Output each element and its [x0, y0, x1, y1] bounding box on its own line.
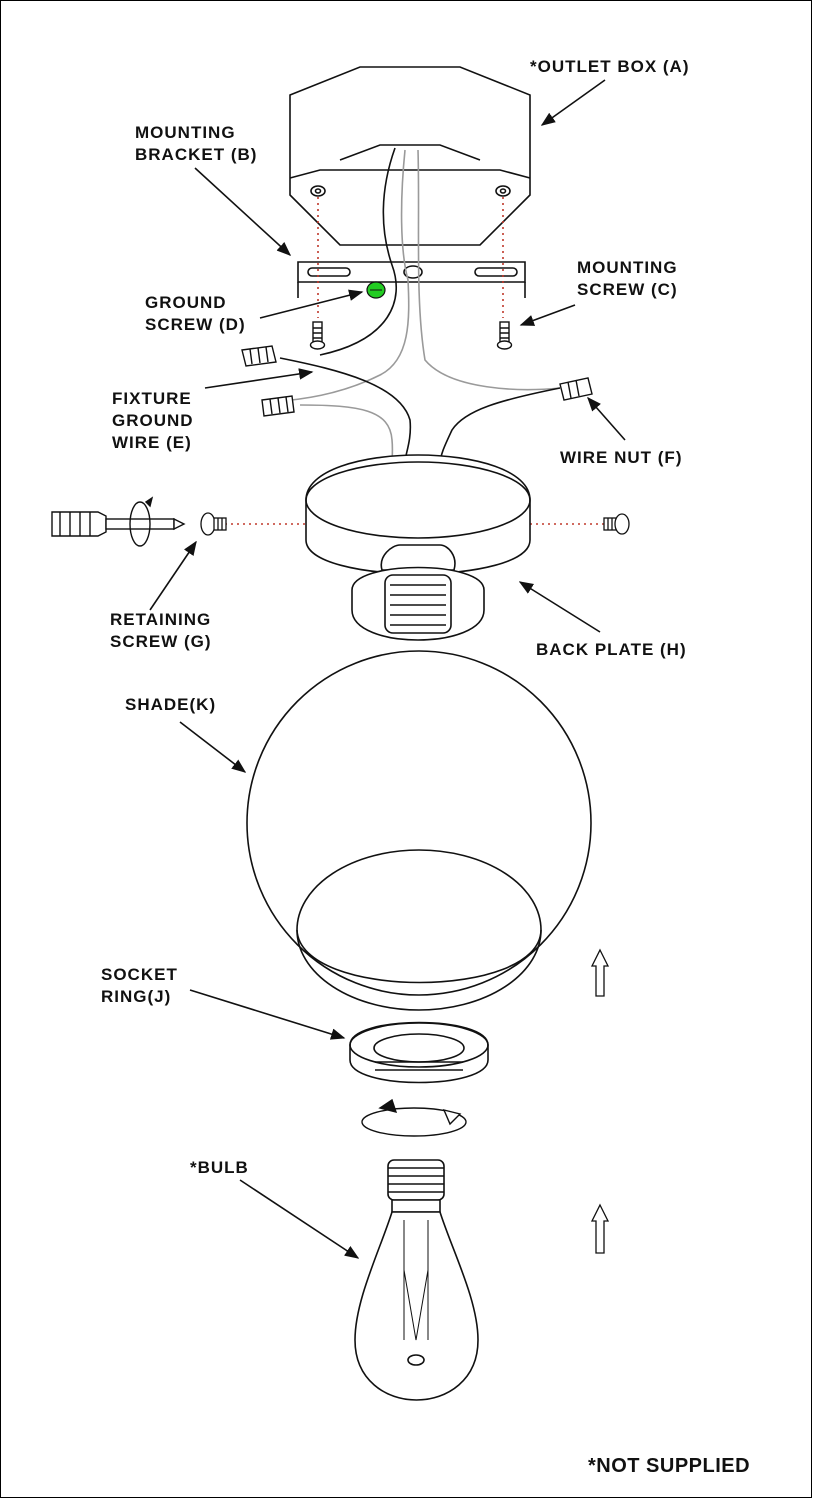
label-fixture-ground-line2: GROUND — [112, 411, 194, 430]
rotation-arrow-icon — [361, 1098, 467, 1137]
note-not-supplied: *NOT SUPPLIED — [588, 1455, 751, 1477]
screwdriver-icon — [51, 511, 186, 537]
back-plate — [305, 454, 531, 641]
up-arrow-icon — [590, 948, 610, 1254]
label-shade: SHADE(K) — [125, 695, 217, 714]
label-mounting-screw-line1: MOUNTING — [577, 258, 678, 277]
bulb — [354, 1159, 479, 1401]
label-socket-ring-line2: RING(J) — [101, 987, 172, 1006]
mounting-screw-right — [496, 321, 513, 350]
retaining-screw-right — [603, 513, 630, 535]
ground-screw — [366, 281, 386, 299]
label-mounting-screw-line2: SCREW (C) — [577, 280, 678, 299]
label-ground-screw-line2: SCREW (D) — [145, 315, 246, 334]
socket-ring — [349, 1021, 489, 1084]
label-back-plate: BACK PLATE (H) — [536, 640, 687, 659]
leader-arrows — [149, 79, 626, 1259]
wire-nuts — [241, 345, 593, 417]
label-outlet-box: *OUTLET BOX (A) — [530, 57, 690, 76]
label-mounting-bracket-line1: MOUNTING — [135, 123, 236, 142]
label-wire-nut: WIRE NUT (F) — [560, 448, 683, 467]
guide-lines — [225, 197, 604, 525]
label-mounting-bracket-line2: BRACKET (B) — [135, 145, 258, 164]
label-retaining-screw-line1: RETAINING — [110, 610, 212, 629]
label-ground-screw-line1: GROUND — [145, 293, 227, 312]
rotate-arrow-icon — [129, 496, 154, 547]
outlet-box — [289, 66, 531, 246]
label-fixture-ground-line1: FIXTURE — [112, 389, 192, 408]
label-retaining-screw-line2: SCREW (G) — [110, 632, 212, 651]
label-socket-ring-line1: SOCKET — [101, 965, 178, 984]
mounting-bracket — [297, 261, 526, 298]
retaining-screw-left — [200, 512, 227, 536]
shade — [246, 650, 592, 1011]
label-fixture-ground-line3: WIRE (E) — [112, 433, 192, 452]
label-bulb: *BULB — [190, 1158, 249, 1177]
mounting-screw-left — [309, 321, 326, 350]
